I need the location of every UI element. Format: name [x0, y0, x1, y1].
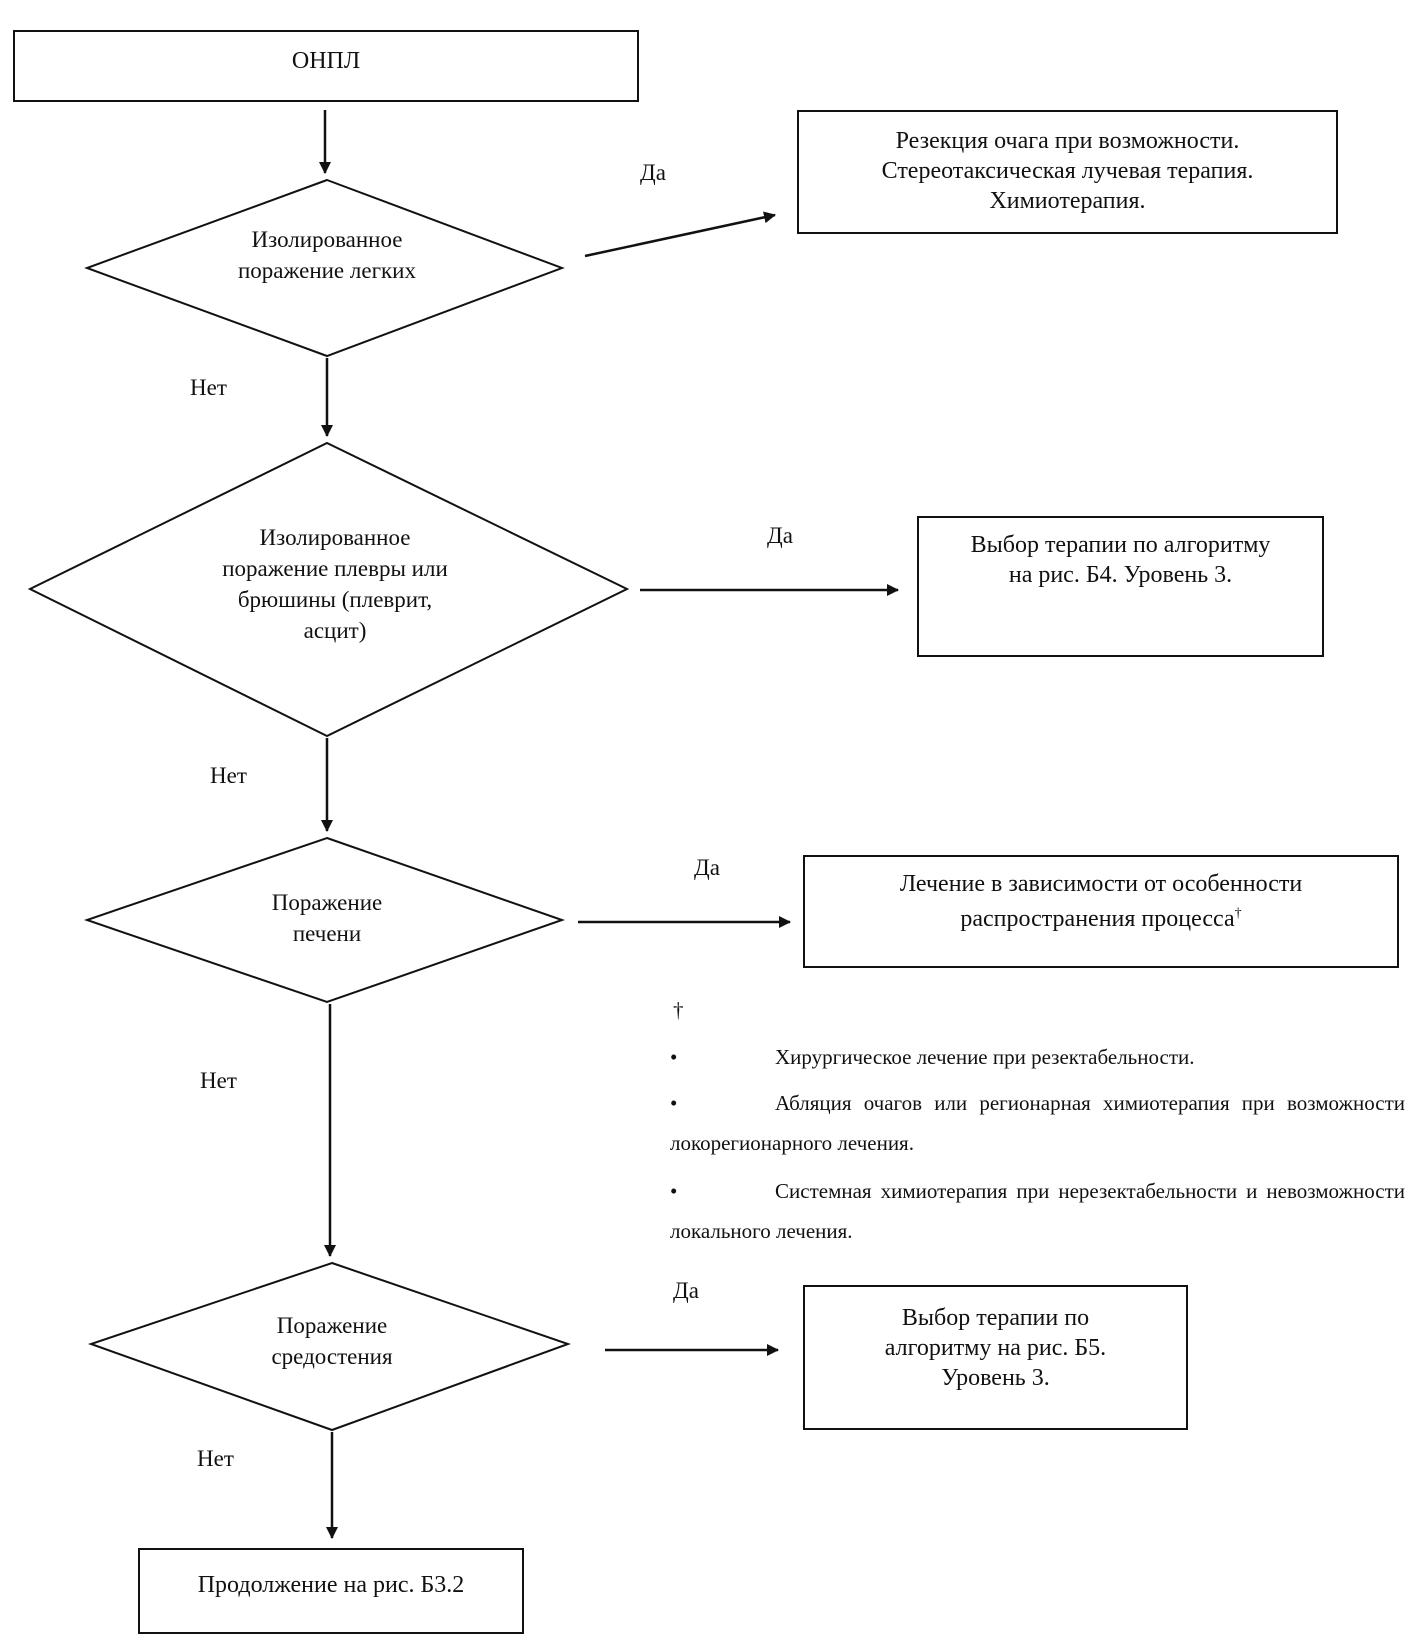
label-no-lungs: Нет [190, 375, 227, 400]
decision-pleura-text: Изолированное поражение плевры или брюши… [222, 525, 448, 643]
end-box: Продолжение на рис. Б3.2 [138, 1548, 524, 1634]
footnote-item-text: Хирургическое лечение при резектабельнос… [775, 1045, 1195, 1069]
bullet-icon: • [670, 1045, 678, 1069]
label-no-liver: Нет [200, 1068, 237, 1093]
footnote-item: • Хирургическое лечение при резектабельн… [670, 1037, 1405, 1077]
decision-lungs-shape [84, 178, 565, 358]
label-no-pleura: Нет [210, 763, 247, 788]
label-yes-liver: Да [694, 855, 720, 880]
outcome-mediastinum-text: Выбор терапии по алгоритму на рис. Б5. У… [884, 1305, 1107, 1391]
footnote-item: • Абляция очагов или регионарная химиоте… [670, 1083, 1405, 1163]
decision-liver-shape [83, 836, 566, 1004]
bullet-icon: • [670, 1179, 678, 1203]
footnote-dagger: † [673, 998, 684, 1022]
label-yes-pleura: Да [767, 523, 793, 548]
footnote-mark: † [1234, 906, 1242, 921]
outcome-liver-text: Лечение в зависимости от особенности рас… [899, 871, 1303, 932]
decision-mediastinum-shape [87, 1261, 571, 1432]
decision-lungs-text: Изолированное поражение легких [238, 227, 416, 283]
bullet-icon: • [670, 1091, 678, 1115]
decision-liver-text: Поражение печени [271, 890, 383, 946]
outcome-lungs-text: Резекция очага при возможности. Стереота… [881, 128, 1254, 214]
outcome-pleura-text: Выбор терапии по алгоритму на рис. Б4. У… [970, 532, 1271, 588]
outcome-lungs-box: Резекция очага при возможности. Стереота… [797, 110, 1338, 234]
footnote-item-text: Системная химиотерапия при нерезектабель… [670, 1179, 1405, 1243]
start-label: ОНПЛ [291, 48, 361, 74]
label-yes-mediastinum: Да [673, 1278, 699, 1303]
footnote-item-text: Абляция очагов или регионарная химиотера… [670, 1091, 1405, 1155]
outcome-pleura-box: Выбор терапии по алгоритму на рис. Б4. У… [917, 516, 1324, 657]
arrow-lungs-yes [584, 211, 776, 258]
label-yes-lungs: Да [640, 160, 666, 185]
label-no-mediastinum: Нет [197, 1446, 234, 1471]
decision-pleura-shape [27, 441, 630, 738]
decision-mediastinum-text: Поражение средостения [271, 1313, 393, 1369]
outcome-mediastinum-box: Выбор терапии по алгоритму на рис. Б5. У… [803, 1285, 1188, 1430]
end-label: Продолжение на рис. Б3.2 [197, 1572, 465, 1598]
outcome-liver-box: Лечение в зависимости от особенности рас… [803, 855, 1399, 968]
footnote-item: • Системная химиотерапия при нерезектабе… [670, 1171, 1405, 1251]
start-box: ОНПЛ [13, 30, 639, 102]
